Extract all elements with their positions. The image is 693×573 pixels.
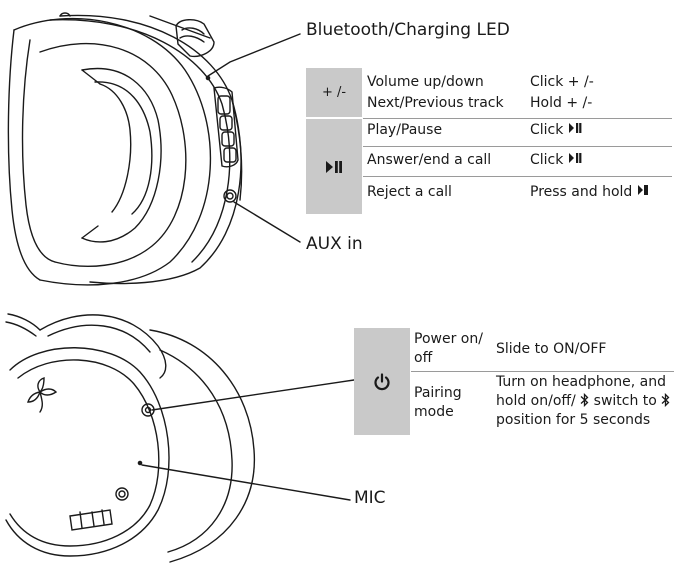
play-pause-icon	[568, 123, 582, 133]
operation-reject-call: Press and hold	[530, 184, 649, 200]
play-pause-icon	[568, 153, 582, 163]
operation-track: Hold + /-	[530, 95, 593, 111]
row-divider	[363, 146, 672, 147]
mic-label: MIC	[354, 488, 386, 508]
action-answer-call: Answer/end a call	[367, 152, 492, 168]
row-divider	[363, 176, 672, 177]
power-icon	[374, 372, 390, 390]
action-power: Power on/ off	[414, 331, 483, 366]
action-track: Next/Previous track	[367, 95, 504, 111]
row-divider	[411, 371, 674, 372]
bluetooth-icon	[661, 392, 670, 408]
aux-label: AUX in	[306, 234, 363, 254]
bottom-headphone-cup	[5, 313, 256, 563]
action-play-pause: Play/Pause	[367, 122, 443, 138]
row-divider	[363, 118, 672, 119]
aux-leader-line	[233, 201, 301, 243]
operation-answer-call: Click	[530, 152, 582, 168]
play-pause-key-cell	[306, 119, 362, 214]
mic-leader-line	[141, 464, 351, 501]
switch-leader-line	[151, 379, 355, 411]
action-pairing: Pairing mode	[414, 385, 462, 420]
volume-key-cell: + /-	[306, 68, 362, 117]
power-key-cell	[354, 328, 410, 435]
play-pause-icon	[326, 160, 342, 173]
led-label: Bluetooth/Charging LED	[306, 20, 510, 40]
top-headphone-cup	[7, 12, 243, 286]
led-leader-line	[207, 33, 301, 77]
power-table: Power on/ off Slide to ON/OFF Pairing mo…	[354, 328, 674, 435]
operation-power: Slide to ON/OFF	[496, 341, 607, 357]
controls-table: + /- Volume up/down Click + /- Next/Prev…	[306, 68, 672, 214]
play-pause-icon	[637, 185, 648, 195]
action-reject-call: Reject a call	[367, 184, 452, 200]
brand-logo	[27, 377, 58, 413]
operation-play-pause: Click	[530, 122, 582, 138]
action-volume: Volume up/down	[367, 74, 484, 90]
bluetooth-icon	[580, 392, 589, 408]
volume-key-label: + /-	[321, 85, 347, 100]
operation-pairing: Turn on headphone, and hold on/off/ swit…	[496, 373, 670, 430]
operation-volume: Click + /-	[530, 74, 594, 90]
